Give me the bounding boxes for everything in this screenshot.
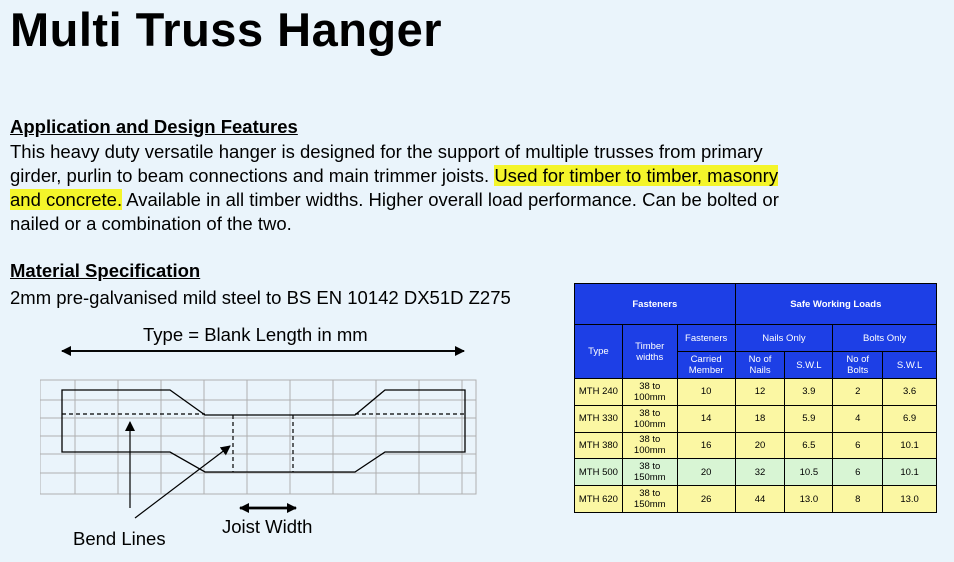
header-timber-widths: Timber widths	[621, 324, 678, 379]
specification-table: Fasteners Safe Working Loads Type Timber…	[574, 283, 938, 513]
header-bolts-only: Bolts Only	[832, 324, 937, 352]
cell-bolts: 6	[832, 431, 884, 460]
header-carried-member: Carried Member	[676, 351, 736, 379]
header-fasteners: Fasteners	[676, 324, 736, 352]
header-fasteners-group: Fasteners	[574, 283, 736, 325]
cell-type: MTH 620	[574, 485, 623, 513]
bend-line-pointer-2	[134, 445, 231, 519]
header-swl-nails: S.W.L	[784, 351, 834, 379]
cell-swl-bolts: 10.1	[882, 458, 937, 487]
cell-nails: 44	[734, 485, 786, 513]
bend-lines	[62, 413, 465, 472]
page-title: Multi Truss Hanger	[10, 3, 443, 56]
cell-type: MTH 500	[574, 458, 623, 487]
cell-bolts: 8	[832, 485, 884, 513]
cell-swl-bolts: 13.0	[882, 485, 937, 513]
header-swl-bolts: S.W.L	[882, 351, 937, 379]
header-no-of-bolts: No of Bolts	[832, 351, 884, 379]
application-text-before: This heavy duty versatile hanger is desi…	[10, 141, 763, 186]
cell-nails: 32	[734, 458, 786, 487]
hanger-blank-drawing	[39, 346, 477, 519]
bend-lines-label: Bend Lines	[73, 528, 166, 549]
cell-swl-bolts: 6.9	[882, 404, 937, 433]
header-swl-group: Safe Working Loads	[734, 283, 938, 325]
diagram-grid	[39, 379, 477, 495]
cell-timber: 38 to 100mm	[621, 404, 678, 433]
header-nails-only: Nails Only	[734, 324, 834, 352]
cell-swl-nails: 13.0	[784, 485, 834, 513]
cell-timber: 38 to 100mm	[621, 378, 678, 406]
cell-timber: 38 to 150mm	[621, 485, 678, 513]
application-heading: Application and Design Features	[10, 116, 298, 137]
cell-bolts: 6	[832, 458, 884, 487]
cell-type: MTH 380	[574, 431, 623, 460]
cell-swl-nails: 6.5	[784, 431, 834, 460]
cell-nails: 18	[734, 404, 786, 433]
type-length-label: Type = Blank Length in mm	[143, 324, 368, 345]
cell-carried: 20	[676, 458, 736, 487]
hanger-diagram: Type = Blank Length in mm Bend Lines Joi…	[39, 318, 500, 557]
cell-nails: 12	[734, 378, 786, 406]
cell-timber: 38 to 150mm	[621, 458, 678, 487]
cell-type: MTH 240	[574, 378, 623, 406]
cell-swl-nails: 5.9	[784, 404, 834, 433]
cell-bolts: 2	[832, 378, 884, 406]
cell-carried: 26	[676, 485, 736, 513]
cell-type: MTH 330	[574, 404, 623, 433]
cell-swl-nails: 10.5	[784, 458, 834, 487]
header-no-of-nails: No of Nails	[734, 351, 786, 379]
blank-outline	[61, 389, 466, 473]
header-type: Type	[574, 324, 623, 379]
table-row: MTH 330 38 to 100mm 14 18 5.9 4 6.9	[574, 404, 937, 433]
cell-swl-bolts: 3.6	[882, 378, 937, 406]
cell-carried: 14	[676, 404, 736, 433]
table-row: MTH 620 38 to 150mm 26 44 13.0 8 13.0	[574, 485, 937, 513]
table-row: MTH 500 38 to 150mm 20 32 10.5 6 10.1	[574, 458, 937, 487]
application-text-after: Available in all timber widths. Higher o…	[10, 189, 779, 234]
cell-nails: 20	[734, 431, 786, 460]
cell-swl-bolts: 10.1	[882, 431, 937, 460]
cell-carried: 16	[676, 431, 736, 460]
material-heading: Material Specification	[10, 260, 201, 281]
cell-carried: 10	[676, 378, 736, 406]
table-row: MTH 380 38 to 100mm 16 20 6.5 6 10.1	[574, 431, 937, 460]
material-text: 2mm pre-galvanised mild steel to BS EN 1…	[10, 287, 511, 308]
table-row: MTH 240 38 to 100mm 10 12 3.9 2 3.6	[574, 378, 937, 406]
cell-bolts: 4	[832, 404, 884, 433]
joist-width-label: Joist Width	[222, 516, 313, 537]
specification-table-container: Fasteners Safe Working Loads Type Timber…	[574, 283, 938, 513]
cell-timber: 38 to 100mm	[621, 431, 678, 460]
application-paragraph: This heavy duty versatile hanger is desi…	[10, 140, 810, 236]
cell-swl-nails: 3.9	[784, 378, 834, 406]
